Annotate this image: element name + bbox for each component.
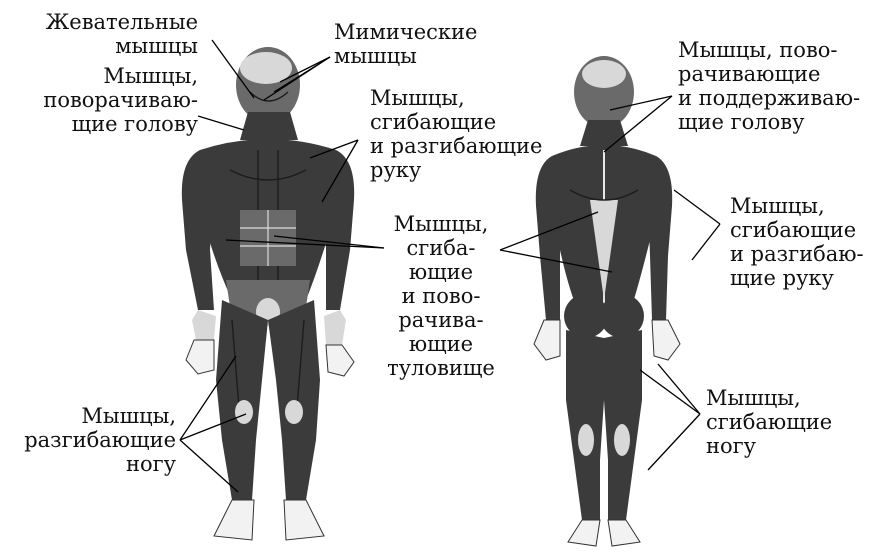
label-arm-muscles-back: Мышцы, сгибающие и разгибаю- щие руку <box>730 194 870 290</box>
label-trunk-muscles: Мышцы, сгиба- ющие и пово- рачива- ющие … <box>376 212 506 380</box>
front-figure <box>182 47 354 540</box>
label-masticatory-muscles: Жевательные мышцы <box>4 10 198 58</box>
label-leg-flexor-muscles: Мышцы, сгибающие ногу <box>706 386 856 458</box>
label-head-turning-muscles: Мышцы, поворачиваю- щие голову <box>4 64 198 136</box>
label-facial-muscles: Мимические мышцы <box>334 20 504 68</box>
label-head-support-muscles: Мышцы, пово- рачивающие и поддерживаю- щ… <box>678 38 870 134</box>
label-leg-extensor-muscles: Мышцы, разгибающие ногу <box>4 404 176 476</box>
label-arm-muscles-front: Мышцы, сгибающие и разгибающие руку <box>370 86 560 182</box>
